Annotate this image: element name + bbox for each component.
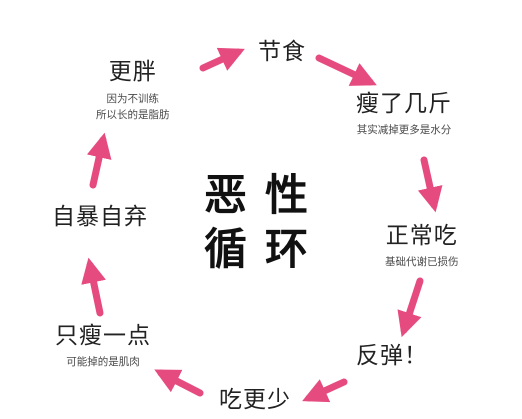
arrow-6 <box>154 369 204 397</box>
step-lost-weight-title: 瘦了几斤 <box>356 91 452 117</box>
step-slight-loss-note: 可能掉的是肌肉 <box>66 356 140 369</box>
step-fatter-note-line-1: 因为不训练 <box>106 93 160 106</box>
step-slight-loss: 只瘦一点 可能掉的是肌肉 <box>55 323 151 371</box>
step-diet: 节食 <box>258 39 306 65</box>
center-title-line-2: 循环 <box>204 224 326 275</box>
step-eat-normally-title: 正常吃 <box>385 223 458 249</box>
arrow-1 <box>199 47 245 72</box>
arrow-3 <box>417 156 443 213</box>
step-eat-normally: 正常吃 基础代谢已损伤 <box>385 223 459 271</box>
step-lost-weight-note: 其实减掉更多是水分 <box>356 124 452 137</box>
arrow-7 <box>81 257 106 317</box>
step-rebound-title: 反弹！ <box>356 343 428 369</box>
arrow-5 <box>302 378 348 403</box>
step-eat-less-title: 吃更少 <box>219 387 291 413</box>
arrow-2 <box>315 54 377 86</box>
step-give-up-title: 自暴自弃 <box>52 204 148 230</box>
center-title-line-1: 恶性 <box>204 171 326 221</box>
arrow-4 <box>397 277 424 338</box>
step-give-up: 自暴自弃 <box>52 204 148 230</box>
step-slight-loss-title: 只瘦一点 <box>55 323 151 349</box>
center-title: 恶性 循环 <box>200 170 330 278</box>
step-eat-less: 吃更少 <box>219 387 291 413</box>
step-fatter-note: 因为不训练 所以长的是脂肪 <box>96 92 170 122</box>
step-lost-weight: 瘦了几斤 其实减掉更多是水分 <box>356 91 452 139</box>
arrow-8 <box>86 132 112 189</box>
step-rebound: 反弹！ <box>356 343 428 369</box>
step-fatter-note-line-2: 所以长的是脂肪 <box>96 108 170 121</box>
step-fatter: 更胖 因为不训练 所以长的是脂肪 <box>96 59 170 123</box>
step-fatter-title: 更胖 <box>108 59 157 85</box>
step-diet-title: 节食 <box>258 39 306 65</box>
step-eat-normally-note: 基础代谢已损伤 <box>385 256 459 269</box>
